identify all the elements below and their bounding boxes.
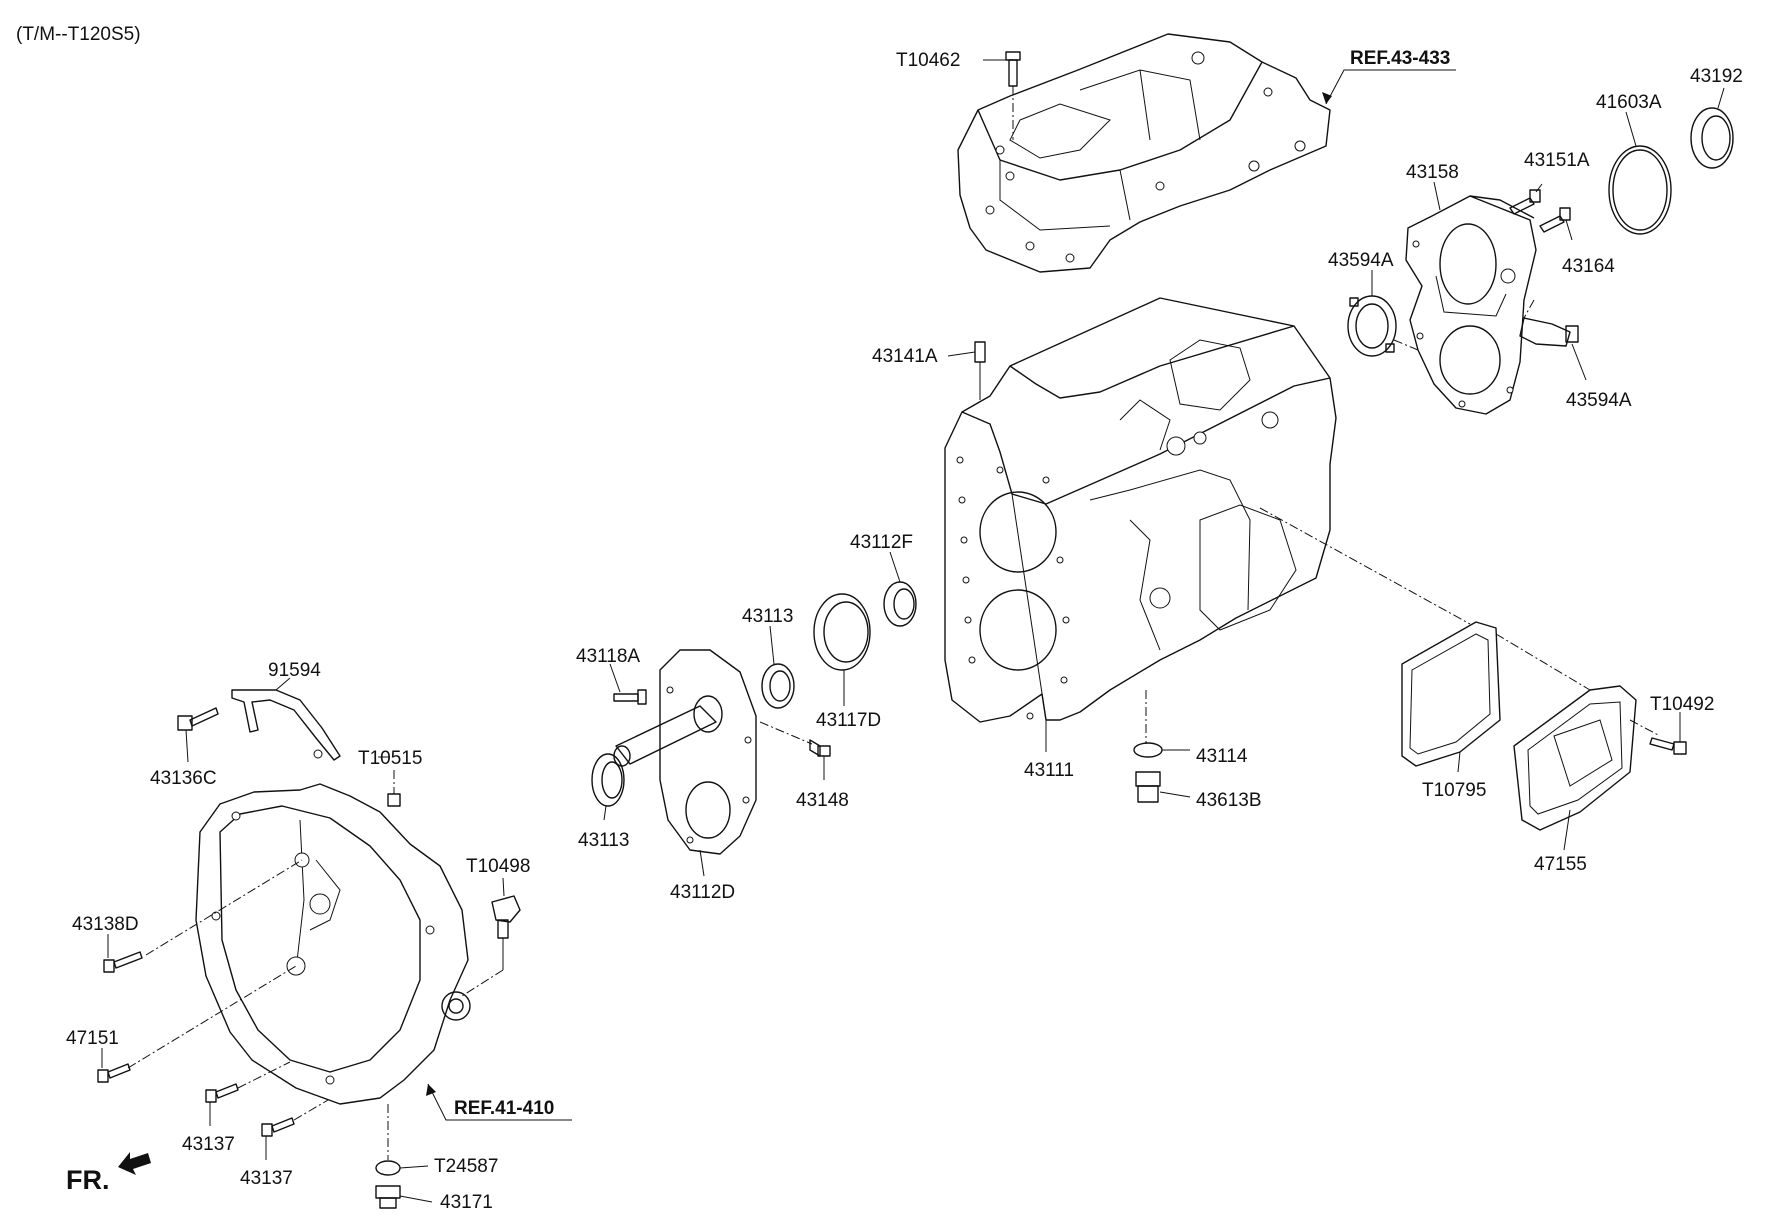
part-label-43117d[interactable]: 43117D <box>816 710 881 731</box>
oring-41603a-icon <box>1608 145 1672 235</box>
bolt-43151a-icon <box>1509 189 1541 215</box>
part-label-43148[interactable]: 43148 <box>796 790 849 811</box>
part-label-43114[interactable]: 43114 <box>1196 746 1248 767</box>
bolt-43137-right-icon <box>261 1117 295 1137</box>
bolt-47151-icon <box>97 1063 131 1083</box>
shim-43117d-icon <box>813 593 871 671</box>
assembly-axes <box>127 299 1661 1160</box>
part-label-t10795[interactable]: T10795 <box>1422 780 1486 801</box>
part-label-43164[interactable]: 43164 <box>1562 256 1615 277</box>
part-label-43113-upper[interactable]: 43113 <box>742 606 793 627</box>
ref-41-410-label[interactable]: REF.41-410 <box>454 1098 554 1119</box>
clutch-housing <box>195 783 471 1105</box>
bolt-t10492-icon <box>1649 737 1687 755</box>
part-label-43111[interactable]: 43111 <box>1024 760 1074 781</box>
part-label-43158[interactable]: 43158 <box>1406 162 1459 183</box>
part-label-43118a[interactable]: 43118A <box>576 646 640 667</box>
plug-43171-icon <box>375 1185 401 1209</box>
front-arrow-icon <box>118 1152 151 1175</box>
front-label: FR. <box>66 1165 110 1195</box>
part-label-43137-right[interactable]: 43137 <box>240 1168 293 1189</box>
plug-43613b-icon <box>1135 771 1161 803</box>
part-label-t10462[interactable]: T10462 <box>896 50 960 71</box>
part-label-43594a-upper[interactable]: 43594A <box>1328 250 1394 271</box>
part-label-47151[interactable]: 47151 <box>66 1028 119 1049</box>
ref-43-433-label[interactable]: REF.43-433 <box>1350 48 1450 69</box>
part-label-t10498[interactable]: T10498 <box>466 856 530 877</box>
part-label-43112f[interactable]: 43112F <box>850 532 913 553</box>
race-43112f-icon <box>883 581 917 627</box>
bolt-43136c-icon <box>177 707 219 731</box>
part-label-t24587[interactable]: T24587 <box>434 1156 498 1177</box>
part-label-43151a[interactable]: 43151A <box>1524 150 1590 171</box>
part-label-43192[interactable]: 43192 <box>1690 66 1743 87</box>
part-label-47155[interactable]: 47155 <box>1534 854 1587 875</box>
retainer-43594a-upper-icon <box>1347 295 1397 357</box>
part-label-43141a[interactable]: 43141A <box>872 346 938 367</box>
part-label-43136c[interactable]: 43136C <box>150 768 217 789</box>
seal-43113-lower-icon <box>591 753 625 807</box>
bolt-43164-icon <box>1539 207 1571 233</box>
bolt-t10462-icon <box>1005 51 1021 140</box>
upper-shift-cover <box>957 33 1331 273</box>
bolt-43137-left-icon <box>205 1083 239 1103</box>
part-label-43594a-lower[interactable]: 43594A <box>1566 390 1632 411</box>
seal-43192-icon <box>1690 107 1734 169</box>
front-direction-indicator: FR. <box>66 1152 151 1195</box>
model-header: (T/M--T120S5) <box>16 24 141 45</box>
plug-t10515-icon <box>387 793 401 807</box>
part-label-t10492[interactable]: T10492 <box>1650 694 1714 715</box>
transmission-case <box>944 297 1337 723</box>
rear-extension-housing <box>1405 195 1537 415</box>
part-number-labels: T10462 43192 41603A 43158 43151A 43594A … <box>66 50 1743 1213</box>
sensor-43594a-lower-icon <box>1519 317 1579 347</box>
part-label-91594[interactable]: 91594 <box>268 660 321 681</box>
bolt-43138d-icon <box>103 951 143 973</box>
part-label-43137-left[interactable]: 43137 <box>182 1134 235 1155</box>
part-label-43613b[interactable]: 43613B <box>1196 790 1262 811</box>
part-label-41603a[interactable]: 41603A <box>1596 92 1662 113</box>
washer-43114-icon <box>1133 742 1163 758</box>
dowel-43141a-icon <box>974 341 986 400</box>
cover-47155-icon <box>1513 685 1637 831</box>
washer-t24587-icon <box>375 1160 401 1176</box>
part-label-43112d[interactable]: 43112D <box>670 882 735 903</box>
bolt-43118a-icon <box>613 689 647 705</box>
front-bearing-retainer <box>613 649 757 855</box>
part-label-43171[interactable]: 43171 <box>440 1192 493 1213</box>
part-label-t10515[interactable]: T10515 <box>358 748 422 769</box>
leader-lines <box>101 59 1725 1203</box>
bracket-91594-icon <box>231 689 341 761</box>
breather-t10498-icon <box>491 895 521 970</box>
seal-43113-upper-icon <box>761 663 795 709</box>
part-label-43138d[interactable]: 43138D <box>72 914 139 935</box>
part-label-43113-lower[interactable]: 43113 <box>578 830 629 851</box>
gasket-t10795-icon <box>1401 621 1501 767</box>
